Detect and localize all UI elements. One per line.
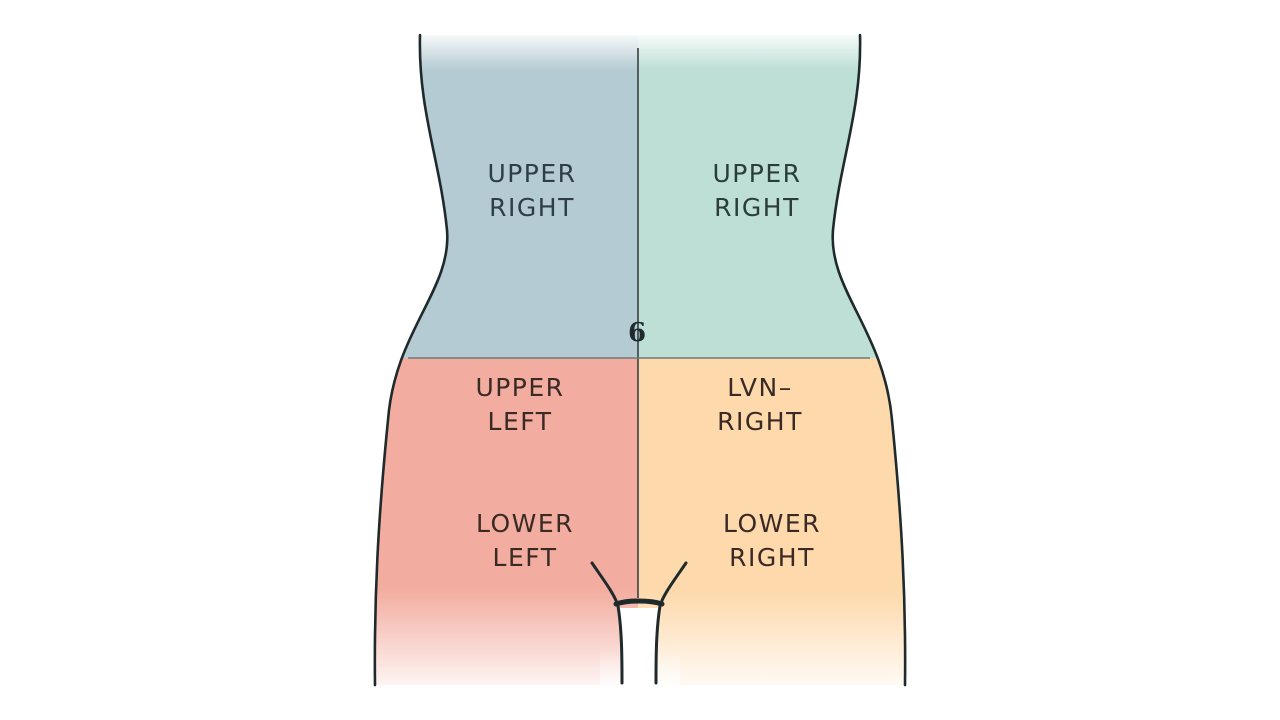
- crotch-outline-right: [654, 561, 688, 685]
- crotch-top: [613, 598, 665, 607]
- label-top-left: UPPER RIGHT: [472, 157, 592, 225]
- label-middle-left-line2: LEFT: [487, 407, 553, 436]
- label-middle-right: LVN– RIGHT: [700, 371, 820, 439]
- label-middle-left-line1: UPPER: [475, 373, 565, 402]
- right-body-outline: [831, 33, 907, 687]
- label-middle-left: UPPER LEFT: [460, 371, 580, 439]
- label-top-left-line1: UPPER: [487, 159, 577, 188]
- label-top-right-line2: RIGHT: [714, 193, 800, 222]
- label-middle-right-line1: LVN–: [727, 373, 793, 402]
- label-bottom-left-line1: LOWER: [475, 509, 575, 538]
- navel-marker: 6: [628, 318, 647, 348]
- label-bottom-right-line2: RIGHT: [729, 543, 815, 572]
- crotch-outline: [590, 561, 624, 685]
- label-bottom-right-line1: LOWER: [722, 509, 822, 538]
- left-body-outline: [373, 33, 449, 687]
- label-middle-right-line2: RIGHT: [717, 407, 803, 436]
- label-top-left-line2: RIGHT: [489, 193, 575, 222]
- label-top-right-line1: UPPER: [712, 159, 802, 188]
- label-bottom-left: LOWER LEFT: [465, 507, 585, 575]
- label-bottom-right: LOWER RIGHT: [712, 507, 832, 575]
- label-top-right: UPPER RIGHT: [697, 157, 817, 225]
- label-bottom-left-line2: LEFT: [492, 543, 558, 572]
